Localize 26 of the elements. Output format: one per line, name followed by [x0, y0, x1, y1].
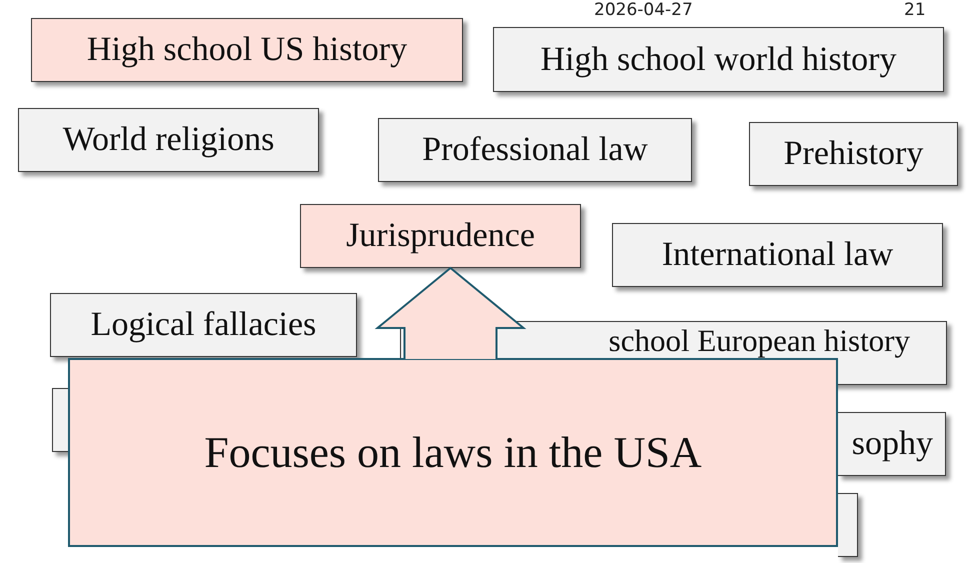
topic-box: [749, 122, 958, 186]
topic-box: [378, 118, 692, 182]
callout-box: [68, 358, 838, 547]
node-text: Jurisprudence: [346, 217, 535, 255]
topic-box: [300, 204, 581, 268]
date-text: 2026-04-27: [594, 0, 693, 20]
topic-box: [18, 108, 319, 172]
node-text: High school US history: [86, 31, 408, 69]
topic-box: [493, 27, 944, 92]
topic-box: [50, 293, 357, 357]
node-text: sophy: [852, 425, 933, 463]
empty-box: [838, 493, 858, 557]
node-text: school European history: [608, 323, 910, 359]
page-number: 21: [904, 0, 926, 20]
node-text: Focuses on laws in the USA: [204, 427, 702, 478]
node-text: World religions: [62, 121, 274, 159]
topic-box: [612, 223, 943, 287]
node-text: Professional law: [422, 131, 648, 169]
topic-box: [838, 412, 946, 476]
node-text: High school world history: [540, 40, 897, 78]
topic-box: [31, 18, 463, 82]
empty-box: [52, 388, 68, 452]
node-text: Logical fallacies: [90, 306, 316, 344]
node-text: International law: [662, 236, 894, 274]
node-text: Prehistory: [784, 135, 924, 173]
block-arrow: [374, 266, 526, 360]
